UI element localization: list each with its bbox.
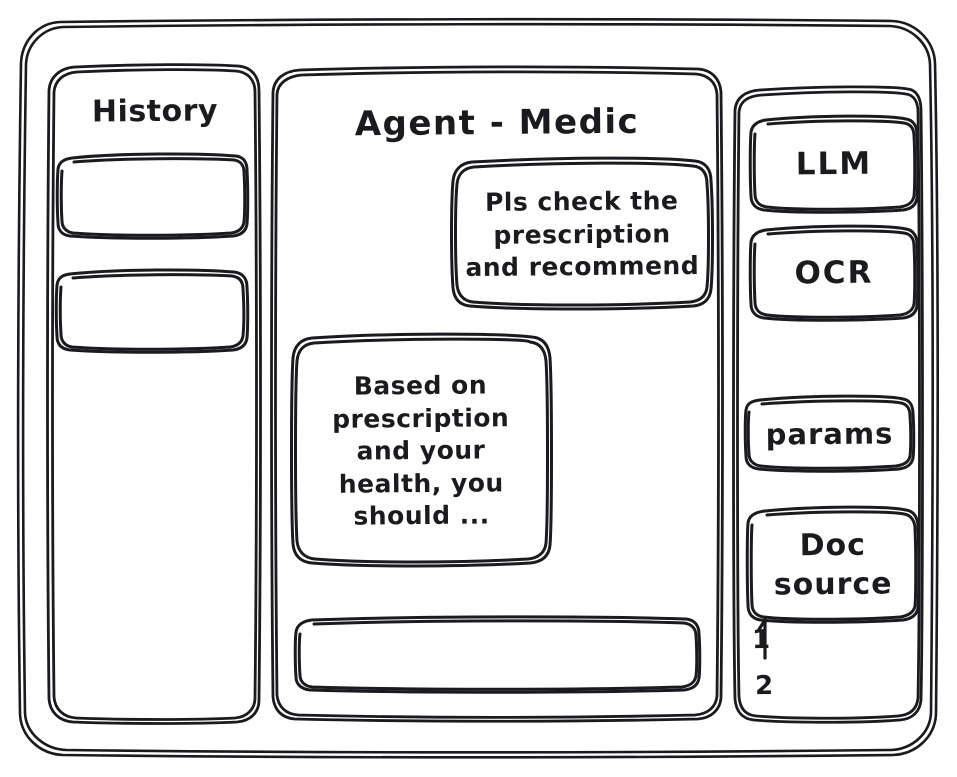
doc-source-line-2: source bbox=[773, 566, 893, 603]
page-title: Agent - Medic bbox=[354, 101, 640, 144]
message-assistant-line-2: prescription bbox=[331, 402, 510, 434]
doc-source-list-item-1[interactable]: 1 bbox=[751, 624, 771, 656]
history-item-1[interactable] bbox=[58, 154, 249, 238]
doc-source-line-1: Doc bbox=[799, 527, 867, 564]
llm-button[interactable]: LLM bbox=[795, 145, 873, 183]
message-bubble-user: Pls check the prescription and recommend bbox=[452, 161, 711, 309]
ocr-button[interactable]: OCR bbox=[794, 254, 874, 292]
message-assistant-line-4: health, you bbox=[338, 468, 504, 499]
message-assistant-line-1: Based on bbox=[353, 370, 488, 401]
message-assistant-line-5: should ... bbox=[353, 500, 490, 531]
message-user-line-2: prescription bbox=[493, 218, 671, 250]
doc-source-list-item-2[interactable]: 2 bbox=[754, 670, 774, 702]
message-bubble-assistant: Based on prescription and your health, y… bbox=[291, 337, 551, 566]
message-assistant-line-3: and your bbox=[356, 435, 486, 466]
doc-source-button[interactable]: Doc source bbox=[748, 509, 919, 620]
message-user-line-3: and recommend bbox=[465, 251, 700, 283]
message-input[interactable] bbox=[296, 617, 700, 692]
history-item-2[interactable] bbox=[57, 270, 249, 352]
message-user-line-1: Pls check the bbox=[484, 186, 679, 218]
params-button[interactable]: params bbox=[765, 416, 894, 452]
history-panel-title: History bbox=[91, 93, 219, 130]
